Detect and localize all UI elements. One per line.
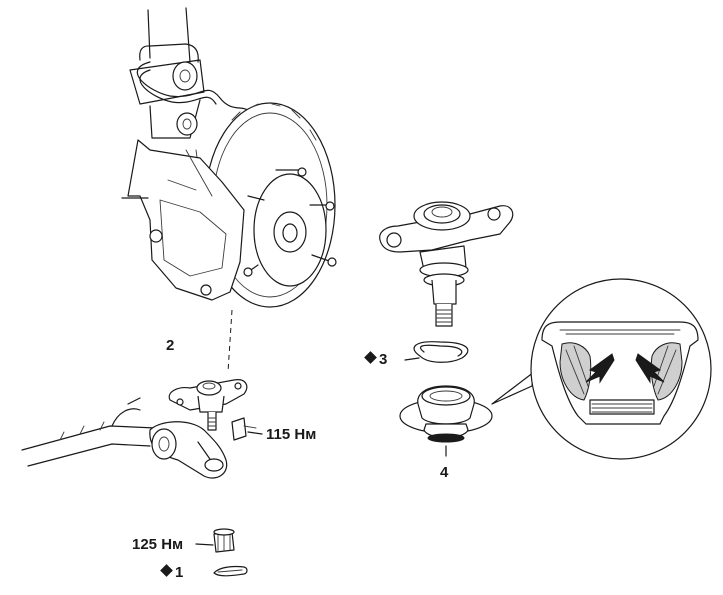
callout-3: 3 bbox=[364, 351, 388, 368]
lower-control-arm bbox=[22, 398, 227, 478]
ball-joint-installed bbox=[169, 380, 247, 430]
callout-1: 1 bbox=[160, 564, 184, 581]
assembly-line bbox=[228, 310, 232, 372]
brake-caliper bbox=[122, 140, 244, 300]
callout-3-number: 3 bbox=[379, 351, 388, 368]
snap-ring bbox=[405, 342, 468, 363]
callout-2: 2 bbox=[166, 337, 175, 354]
new-part-diamond-icon bbox=[364, 351, 377, 364]
nut-leader bbox=[196, 544, 213, 545]
ball-joint-new bbox=[380, 202, 513, 326]
castle-nut bbox=[214, 529, 234, 552]
new-part-diamond-icon bbox=[160, 564, 173, 577]
torque-label-bolt: 115 Нм bbox=[266, 426, 317, 443]
detail-inset bbox=[492, 279, 711, 459]
torque-label-nut: 125 Нм bbox=[132, 536, 184, 553]
bolt-leader bbox=[248, 432, 262, 434]
cotter-pin bbox=[214, 567, 247, 576]
mounting-bolt bbox=[232, 418, 256, 440]
callout-1-number: 1 bbox=[175, 564, 184, 581]
callout-4: 4 bbox=[440, 464, 449, 481]
dust-boot bbox=[400, 386, 492, 456]
